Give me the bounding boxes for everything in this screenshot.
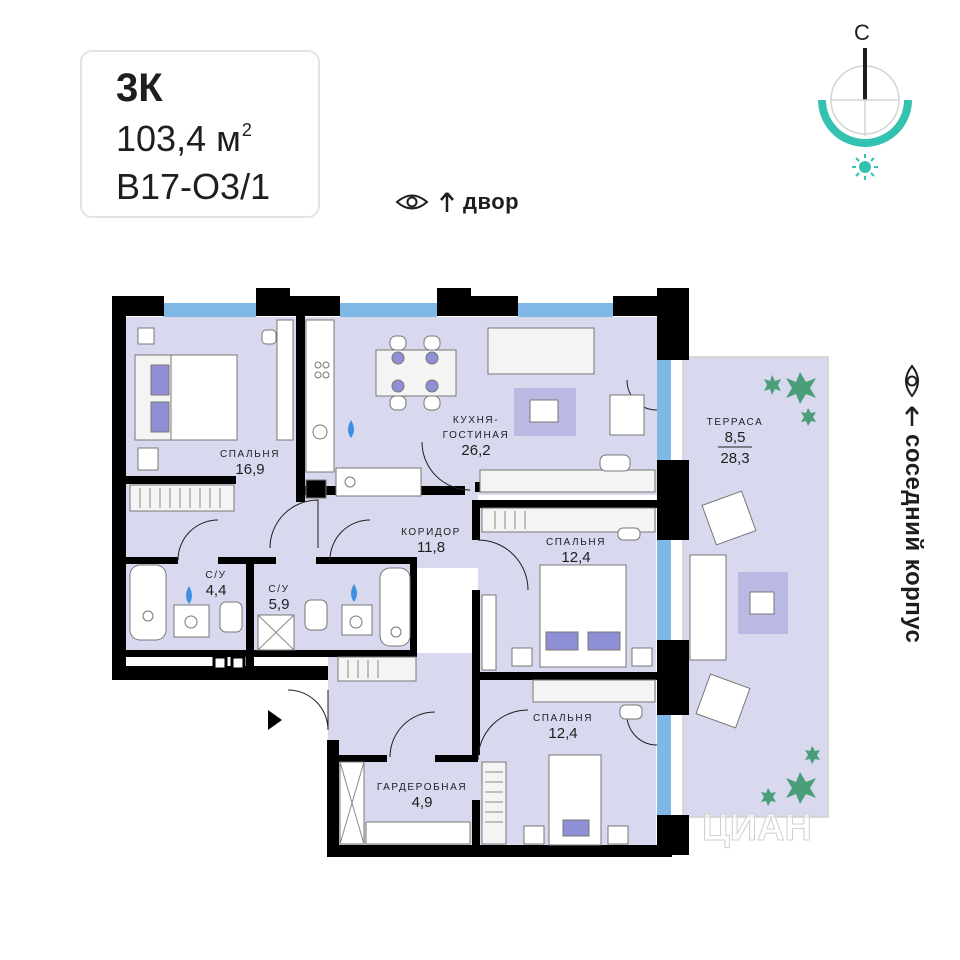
- bedroom1-area: 16,9: [235, 461, 264, 478]
- watermark: ЦИАН: [702, 807, 812, 849]
- wardrobe-name: ГАРДЕРОБНАЯ: [377, 782, 467, 793]
- room-labels: СПАЛЬНЯ 16,9 КУХНЯ- ГОСТИНАЯ 26,2 ТЕРРАС…: [205, 415, 764, 811]
- kitchen-name-line2: ГОСТИНАЯ: [443, 430, 510, 441]
- apartment-info-card: 3К 103,4 м2 В17-О3/1: [80, 50, 320, 218]
- eye-icon: [905, 364, 919, 398]
- terrace-area-2: 28,3: [720, 450, 749, 467]
- bedroom2-furniture: [481, 507, 656, 671]
- bedroom3-name: СПАЛЬНЯ: [533, 713, 593, 724]
- kitchen-area: 26,2: [461, 442, 490, 459]
- area-unit-superscript: 2: [241, 120, 252, 140]
- bedroom1-furniture: [129, 319, 294, 512]
- view-direction-top: двор: [395, 184, 519, 220]
- bedroom2-area: 12,4: [561, 549, 590, 566]
- compass-north-label: С: [854, 20, 870, 45]
- bedroom3-furniture: [481, 679, 656, 846]
- bath1-area: 4,4: [206, 582, 227, 599]
- wardrobe-furniture: [339, 761, 471, 845]
- compass: С: [810, 20, 920, 195]
- plant-icon: [761, 372, 820, 806]
- windows: [163, 303, 671, 815]
- bath1-name: С/У: [205, 570, 226, 581]
- view-top-label: двор: [463, 189, 520, 214]
- corridor-area: 11,8: [417, 539, 445, 556]
- corridor-name: КОРИДОР: [401, 527, 461, 538]
- terrace-name: ТЕРРАСА: [707, 417, 764, 428]
- bedroom1-name: СПАЛЬНЯ: [220, 449, 280, 460]
- water-drop-icon: [186, 420, 357, 604]
- terrace-furniture: [689, 372, 820, 806]
- arrow-up-icon: [440, 192, 454, 212]
- kitchen-furniture: [305, 319, 656, 499]
- arrow-up-icon: [905, 406, 919, 426]
- eye-icon: [395, 194, 429, 210]
- terrace-area-1: 8,5: [725, 429, 746, 446]
- bathroom-furniture: [129, 564, 417, 682]
- view-direction-right: соседний корпус: [895, 362, 929, 643]
- bath2-area: 5,9: [269, 596, 290, 613]
- kitchen-name-line1: КУХНЯ-: [453, 415, 499, 426]
- wardrobe-area: 4,9: [412, 794, 433, 811]
- bedroom2-name: СПАЛЬНЯ: [546, 537, 606, 548]
- sun-icon: [852, 154, 878, 180]
- compass-icon: [818, 48, 912, 180]
- entrance-arrow-icon: [268, 710, 282, 730]
- apartment-code: В17-О3/1: [116, 166, 271, 207]
- bedroom3-area: 12,4: [548, 725, 577, 742]
- view-right-label: соседний корпус: [900, 434, 927, 644]
- bath2-name: С/У: [268, 584, 289, 595]
- apartment-type: 3К: [116, 66, 163, 110]
- apartment-area: 103,4 м2: [116, 118, 252, 159]
